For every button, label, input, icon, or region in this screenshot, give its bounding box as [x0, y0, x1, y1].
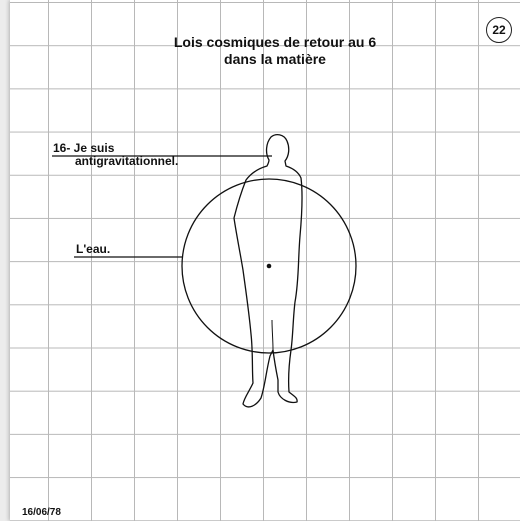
- human-silhouette: [234, 135, 302, 407]
- grid-page: Lois cosmiques de retour au 6 dans la ma…: [10, 0, 520, 521]
- annotation-water: L'eau.: [76, 243, 110, 256]
- annotation-16-line-2: antigravitationnel.: [53, 155, 178, 168]
- date-stamp: 16/06/78: [22, 507, 61, 518]
- leg-separation-line: [272, 320, 273, 350]
- diagram-drawing: [10, 0, 520, 521]
- center-dot: [267, 264, 272, 269]
- annotation-16-line-1: 16- Je suis: [53, 141, 114, 155]
- annotation-antigravitational: 16- Je suis antigravitationnel.: [53, 142, 178, 168]
